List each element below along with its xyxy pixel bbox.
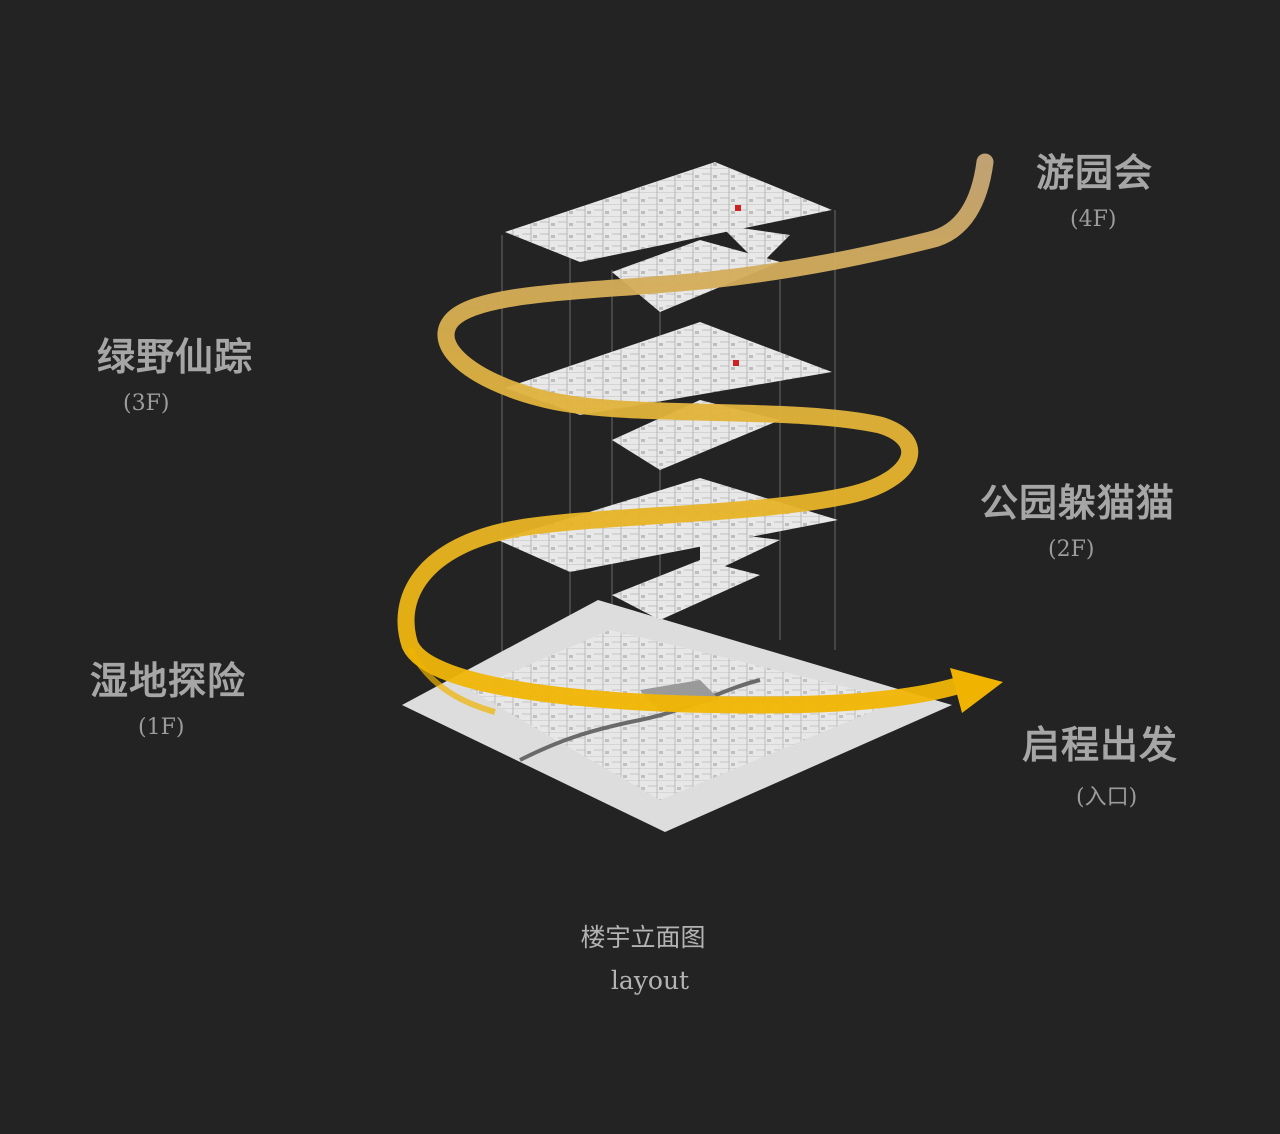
zone-label-3f: 绿野仙踪 (3F) — [97, 326, 253, 416]
zone-label-1f: 湿地探险 (1F) — [90, 650, 246, 740]
caption-title-cn: 楼宇立面图 — [580, 923, 706, 952]
journey-path-arrow-tail — [407, 646, 496, 715]
zone-name-1f: 湿地探险 — [90, 658, 247, 703]
zone-label-2f: 公园躲猫猫 (2F) — [980, 472, 1175, 562]
caption-title-en: layout — [610, 966, 690, 995]
zone-label-entry: 启程出发 (入口) — [1022, 714, 1178, 811]
diagram-caption: 楼宇立面图 layout — [0, 918, 1280, 995]
zone-name-2f: 公园躲猫猫 — [980, 480, 1176, 525]
zone-floor-3f: (3F) — [123, 391, 170, 416]
zone-name-3f: 绿野仙踪 — [97, 334, 254, 379]
arrow-head-icon — [950, 668, 1003, 713]
journey-path — [397, 153, 994, 714]
zone-floor-entry: (入口) — [1076, 785, 1138, 810]
zone-name-4f: 游园会 — [1036, 150, 1154, 195]
zone-name-entry: 启程出发 — [1022, 722, 1179, 767]
zone-floor-2f: (2F) — [1048, 537, 1095, 562]
floor-plan-1f — [402, 600, 952, 832]
zone-label-4f: 游园会 (4F) — [1036, 142, 1153, 232]
zone-floor-4f: (4F) — [1070, 207, 1117, 232]
zone-floor-1f: (1F) — [138, 715, 185, 740]
